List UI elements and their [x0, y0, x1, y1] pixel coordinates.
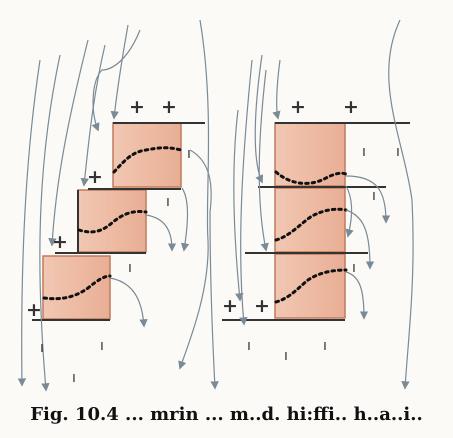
- svg-text:ı: ı: [40, 340, 44, 356]
- svg-text:+: +: [26, 299, 42, 321]
- svg-text:ı: ı: [372, 188, 376, 204]
- svg-text:ı: ı: [100, 338, 104, 354]
- right-block-1: [275, 123, 345, 186]
- left-staircase: + + + + + ı ı ı ı ı ı: [22, 20, 215, 390]
- svg-text:+: +: [161, 96, 177, 118]
- svg-text:ı: ı: [166, 194, 170, 210]
- svg-text:+: +: [52, 231, 68, 253]
- svg-text:ı: ı: [352, 260, 356, 276]
- svg-text:+: +: [129, 96, 145, 118]
- svg-text:ı: ı: [396, 144, 400, 160]
- right-block-2: [275, 188, 345, 252]
- left-block-2: [78, 190, 146, 252]
- svg-text:ı: ı: [323, 338, 327, 354]
- right-block-3: [275, 254, 345, 318]
- right-stack: + + + + ı ı ı ı ı ı ı: [222, 20, 413, 388]
- svg-text:ı: ı: [362, 144, 366, 160]
- left-block-1: [113, 123, 181, 187]
- svg-text:ı: ı: [187, 146, 191, 162]
- svg-text:ı: ı: [128, 260, 132, 276]
- svg-text:ı: ı: [284, 348, 288, 364]
- svg-text:+: +: [290, 96, 306, 118]
- svg-text:+: +: [343, 96, 359, 118]
- svg-text:+: +: [222, 295, 238, 317]
- left-block-3: [43, 256, 110, 319]
- figure-caption: Fig. 10.4 ... mrin ... m..d. hi:ffi.. h.…: [0, 404, 453, 425]
- svg-text:+: +: [87, 166, 103, 188]
- svg-text:ı: ı: [72, 370, 76, 386]
- svg-text:+: +: [254, 295, 270, 317]
- svg-text:ı: ı: [247, 338, 251, 354]
